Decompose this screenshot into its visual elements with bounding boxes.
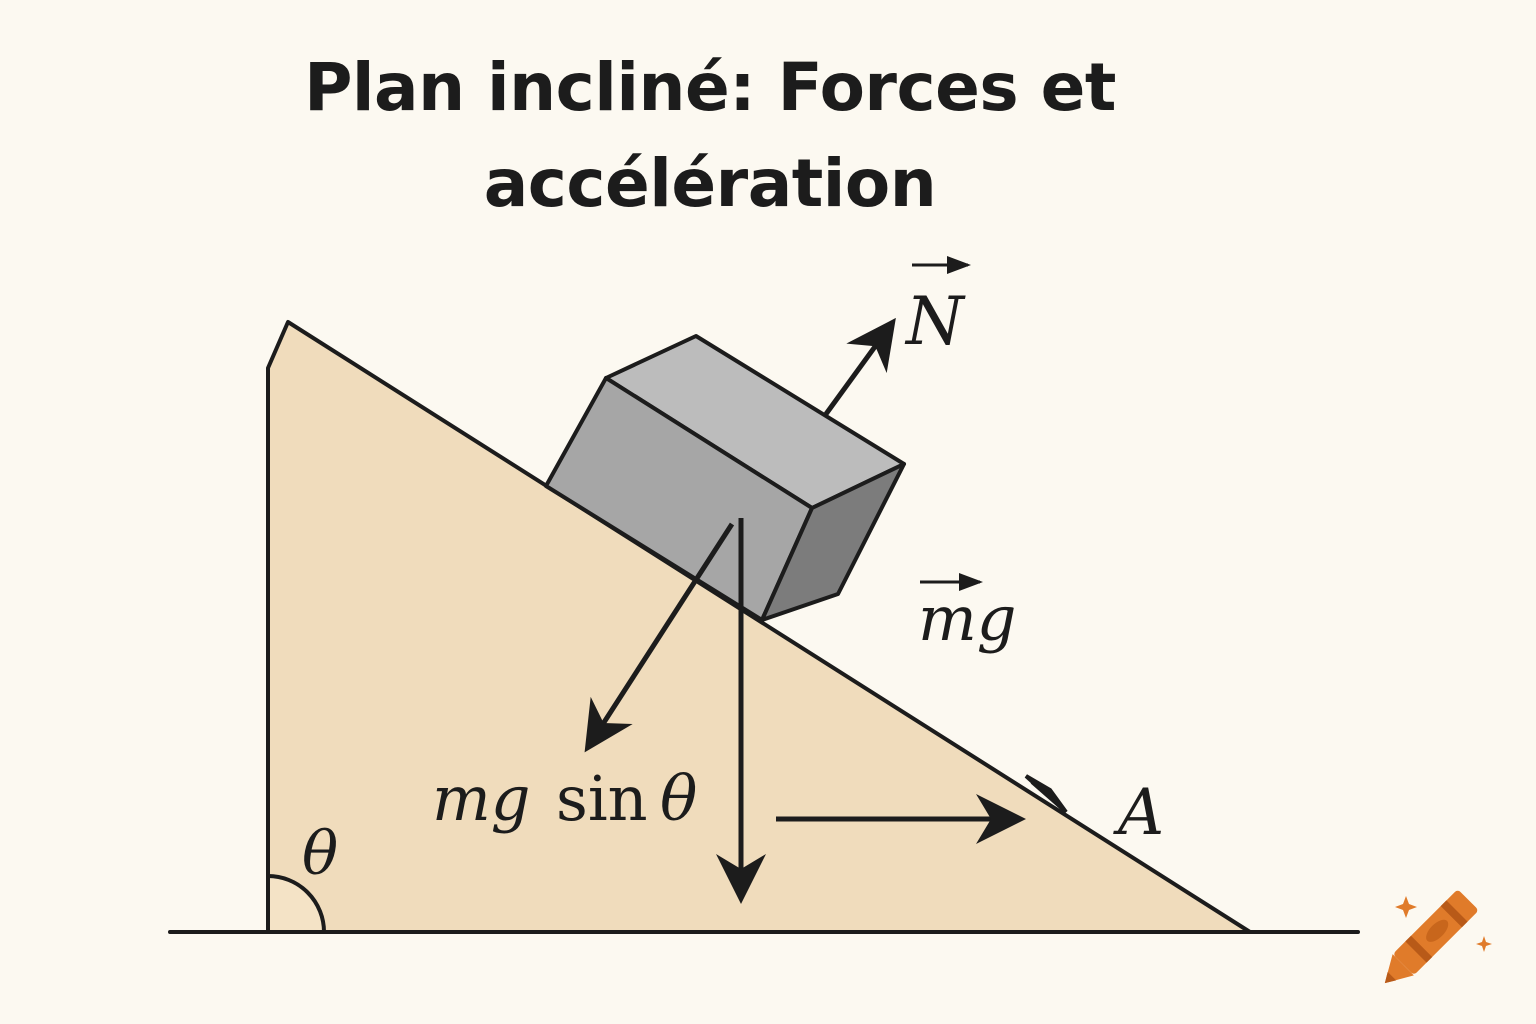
title-line-1: Plan incliné: Forces et bbox=[304, 49, 1116, 126]
slope-arrowhead-icon bbox=[1024, 774, 1068, 814]
component-sin-text: sin bbox=[556, 762, 648, 835]
normal-force-label: N bbox=[904, 256, 971, 360]
title-line-2: accélération bbox=[483, 145, 937, 222]
component-label: mg sin θ bbox=[432, 762, 697, 835]
sparkle-icon-small bbox=[1476, 936, 1492, 952]
normal-force-text: N bbox=[904, 283, 966, 360]
block-side-face bbox=[760, 462, 906, 622]
weight-text: mg bbox=[918, 582, 1016, 655]
angle-arc bbox=[266, 873, 327, 934]
sparkle-icon bbox=[1395, 896, 1417, 918]
incline-wedge bbox=[266, 320, 1252, 934]
angle-theta-label: θ bbox=[302, 819, 338, 889]
point-a-label: A bbox=[1113, 776, 1164, 850]
block bbox=[544, 334, 906, 622]
page-title: Plan incliné: Forces et accélération bbox=[0, 40, 1420, 232]
component-force-arrow bbox=[584, 522, 735, 753]
weight-label: mg bbox=[918, 573, 1016, 655]
normal-force-arrow bbox=[823, 317, 896, 416]
component-theta-text: θ bbox=[660, 762, 697, 835]
component-mg-text: mg bbox=[432, 762, 530, 835]
crayon-icon bbox=[1384, 890, 1478, 984]
